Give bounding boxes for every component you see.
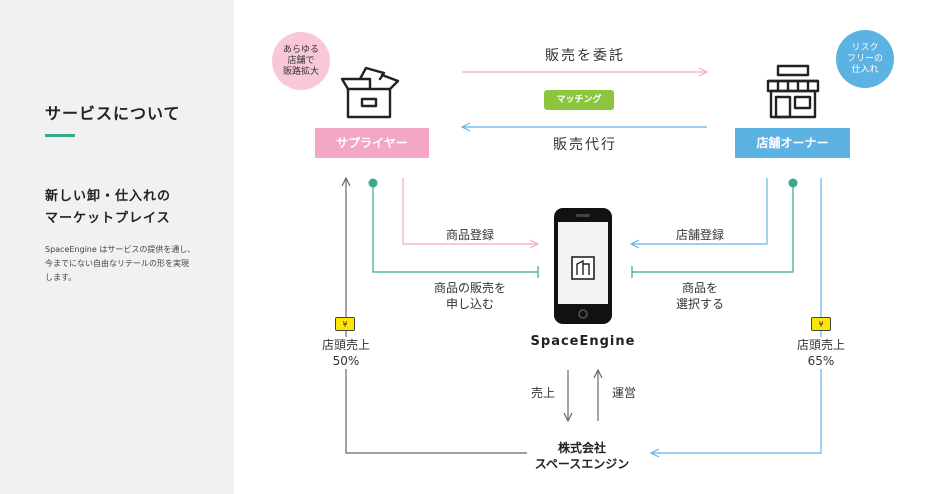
supplier-bubble: あらゆる 店舗で 販路拡大	[272, 32, 330, 90]
agency-label: 販売代行	[553, 137, 617, 153]
owner-revenue-label: 店頭売上 65%	[781, 337, 861, 369]
supplier-revenue-text: 店頭売上	[321, 338, 370, 352]
consign-label: 販売を委託	[545, 48, 625, 64]
section-title: サービスについて	[45, 104, 181, 123]
company-line-2: スペースエンジン	[534, 457, 630, 471]
store-register-label: 店舗登録	[675, 228, 724, 242]
building-logo-icon	[571, 256, 595, 280]
owner-revenue-text: 店頭売上	[796, 338, 845, 352]
supplier-revenue-pct: 50%	[332, 354, 360, 368]
open-box-icon	[340, 66, 400, 119]
headline: 新しい卸・仕入れの マーケットプレイス	[45, 186, 171, 230]
operation-label: 運営	[611, 386, 636, 400]
yen-badge-left: ¥	[335, 317, 355, 331]
apply-label-line-2: 申し込む	[445, 297, 494, 311]
sales-label: 売上	[530, 386, 555, 400]
title-underline	[45, 134, 75, 137]
headline-line-1: 新しい卸・仕入れの	[45, 189, 172, 204]
matching-badge: マッチング	[544, 90, 614, 110]
select-label: 商品を 選択する	[650, 280, 750, 312]
product-register-label: 商品登録	[445, 228, 494, 242]
service-info-panel: サービスについて 新しい卸・仕入れの マーケットプレイス SpaceEngine…	[0, 0, 234, 494]
app-name: SpaceEngine	[530, 334, 636, 349]
company-line-1: 株式会社	[557, 441, 606, 455]
company-name: 株式会社 スペースエンジン	[517, 440, 647, 472]
supplier-revenue-line	[346, 178, 527, 454]
select-label-line-1: 商品を	[681, 281, 718, 295]
product-register-arrow	[402, 178, 538, 244]
description-line-2: 今までにない自由なリテールの形を実現	[45, 259, 189, 268]
apply-label: 商品の販売を 申し込む	[410, 280, 530, 312]
owner-revenue-line	[651, 178, 822, 453]
headline-line-2: マーケットプレイス	[45, 211, 171, 226]
owner-box[interactable]: 店舗オーナー	[735, 128, 850, 158]
storefront-icon	[766, 64, 820, 119]
owner-revenue-pct: 65%	[807, 354, 835, 368]
apply-line	[372, 183, 538, 273]
select-line	[632, 183, 794, 273]
yen-badge-right: ¥	[811, 317, 831, 331]
select-label-line-2: 選択する	[675, 297, 724, 311]
apply-label-line-1: 商品の販売を	[433, 281, 506, 295]
description-line-3: します。	[45, 273, 77, 282]
supplier-revenue-label: 店頭売上 50%	[306, 337, 386, 369]
description-line-1: SpaceEngine はサービスの提供を通し、	[45, 245, 196, 254]
owner-bubble: リスク フリーの 仕入れ	[836, 30, 894, 88]
store-register-arrow	[631, 178, 768, 244]
description: SpaceEngine はサービスの提供を通し、 今までにない自由なリテールの形…	[45, 243, 195, 285]
supplier-box[interactable]: サプライヤー	[315, 128, 429, 158]
